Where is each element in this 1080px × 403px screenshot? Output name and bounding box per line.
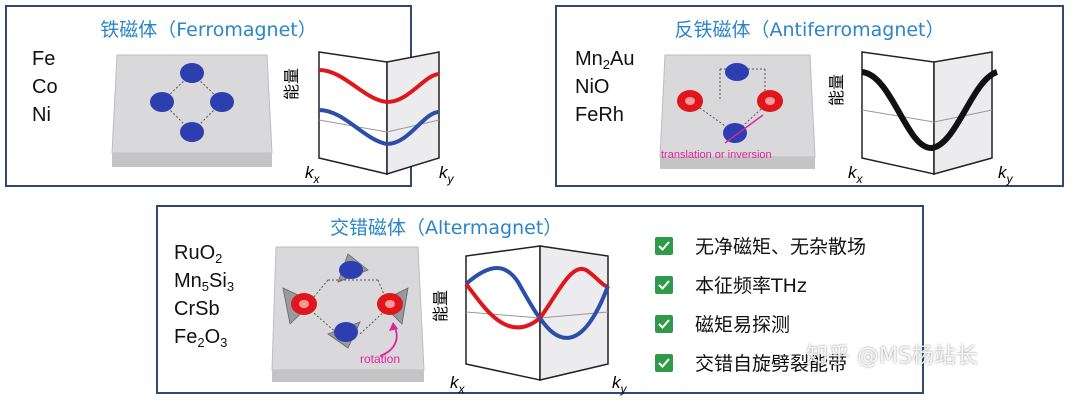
ferromagnet-materials: Fe Co Ni xyxy=(32,45,58,129)
ky-label: k xyxy=(439,163,449,182)
altermagnet-materials: RuO2 Mn5Si3 CrSb Fe2O3 xyxy=(174,239,234,351)
material-label: Fe2O3 xyxy=(174,326,228,350)
altermagnet-panel: 交错磁体（Altermagnet） RuO2 Mn5Si3 CrSb Fe2O3… xyxy=(156,205,924,396)
material-label: NiO xyxy=(575,76,610,98)
kx-subscript: x xyxy=(313,172,321,186)
feature-list: 无净磁矩、无杂散场 本征频率THz 磁矩易探测 交错自旋劈裂能带 xyxy=(655,226,866,382)
check-icon xyxy=(655,275,673,294)
material-label: Mn2Au xyxy=(575,48,635,72)
ky-label: k xyxy=(612,373,622,392)
feature-text: 交错自旋劈裂能带 xyxy=(695,353,848,375)
kx-label: k xyxy=(848,163,858,182)
ky-subscript: y xyxy=(447,172,455,186)
altermagnet-band-plot: 能量 kx ky xyxy=(431,245,628,396)
material-label: Co xyxy=(32,76,58,98)
svg-text:ky: ky xyxy=(612,373,628,396)
feature-text: 磁矩易探测 xyxy=(695,314,791,336)
ferromagnet-band-plot: 能量 kx ky xyxy=(282,51,455,186)
svg-text:ky: ky xyxy=(439,163,455,186)
material-label: FeRh xyxy=(575,104,624,126)
svg-text:kx: kx xyxy=(848,163,864,186)
material-label: Ni xyxy=(32,104,51,126)
material-label: RuO2 xyxy=(174,242,223,266)
feature-item: 磁矩易探测 xyxy=(655,304,866,343)
rotation-annotation: rotation xyxy=(360,352,400,366)
altermagnet-title: 交错磁体（Altermagnet） xyxy=(330,217,563,239)
material-label: CrSb xyxy=(174,298,220,320)
energy-label: 能量 xyxy=(282,68,301,100)
ky-label: k xyxy=(998,163,1008,182)
check-icon xyxy=(655,314,673,333)
feature-text: 本征频率THz xyxy=(695,275,807,297)
ferromagnet-panel: 铁磁体（Ferromagnet） Fe Co Ni 能量 kx ky xyxy=(5,5,455,187)
antiferromagnet-title: 反铁磁体（Antiferromagnet） xyxy=(674,19,945,41)
svg-text:kx: kx xyxy=(305,163,321,186)
svg-text:kx: kx xyxy=(450,373,466,396)
ky-subscript: y xyxy=(1006,172,1014,186)
ferromagnet-title: 铁磁体（Ferromagnet） xyxy=(100,19,317,41)
feature-item: 本征频率THz xyxy=(655,265,866,304)
svg-text:ky: ky xyxy=(998,163,1014,186)
feature-text: 无净磁矩、无杂散场 xyxy=(695,236,867,258)
watermark: 知乎 @MS杨站长 xyxy=(806,344,978,369)
ferromagnet-lattice xyxy=(111,54,273,167)
translation-annotation: translation or inversion xyxy=(661,149,772,161)
material-label: Mn5Si3 xyxy=(174,270,235,294)
kx-label: k xyxy=(305,163,315,182)
antiferromagnet-panel: 反铁磁体（Antiferromagnet） Mn2Au NiO FeRh tra… xyxy=(555,5,1064,187)
kx-label: k xyxy=(450,373,460,392)
kx-subscript: x xyxy=(856,172,864,186)
antiferromagnet-band-plot: 能量 kx ky xyxy=(827,51,1014,186)
altermagnet-lattice: rotation xyxy=(271,246,425,382)
feature-item: 交错自旋劈裂能带 xyxy=(655,343,866,382)
material-label: Fe xyxy=(32,48,56,70)
antiferromagnet-materials: Mn2Au NiO FeRh xyxy=(575,45,635,129)
energy-label: 能量 xyxy=(431,290,450,322)
kx-subscript: x xyxy=(458,382,466,396)
ky-subscript: y xyxy=(620,382,628,396)
check-icon xyxy=(655,353,673,372)
energy-label: 能量 xyxy=(827,74,846,106)
feature-item: 无净磁矩、无杂散场 xyxy=(655,226,866,265)
antiferromagnet-lattice: translation or inversion xyxy=(659,54,816,169)
check-icon xyxy=(655,236,673,255)
